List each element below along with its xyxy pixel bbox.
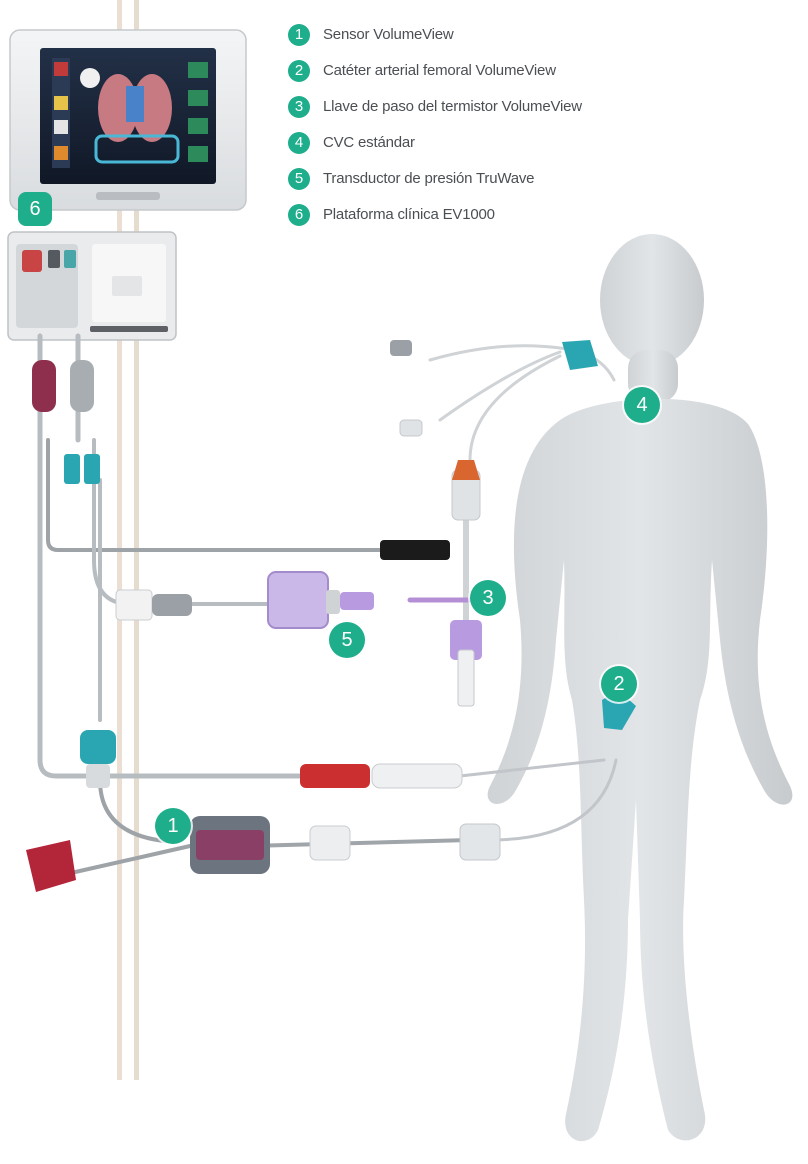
legend-label: Transductor de presión TruWave <box>323 170 534 187</box>
legend-badge: 4 <box>288 132 310 154</box>
legend-badge: 5 <box>288 168 310 190</box>
callout-4: 4 <box>624 387 660 423</box>
legend-label: Llave de paso del termistor VolumeView <box>323 98 582 115</box>
legend-label: Plataforma clínica EV1000 <box>323 206 495 223</box>
legend-label: Sensor VolumeView <box>323 26 454 43</box>
legend-badge: 1 <box>288 24 310 46</box>
legend-badge: 6 <box>288 204 310 226</box>
legend-label: Catéter arterial femoral VolumeView <box>323 62 556 79</box>
callout-3: 3 <box>470 580 506 616</box>
ev1000-databox <box>8 232 176 340</box>
callout-5: 5 <box>329 622 365 658</box>
callout-1: 1 <box>155 808 191 844</box>
ev1000-monitor <box>10 30 246 210</box>
legend-badge: 3 <box>288 96 310 118</box>
legend-label: CVC estándar <box>323 134 415 151</box>
legend-badge: 2 <box>288 60 310 82</box>
callout-6: 6 <box>18 192 52 226</box>
callout-2: 2 <box>601 666 637 702</box>
